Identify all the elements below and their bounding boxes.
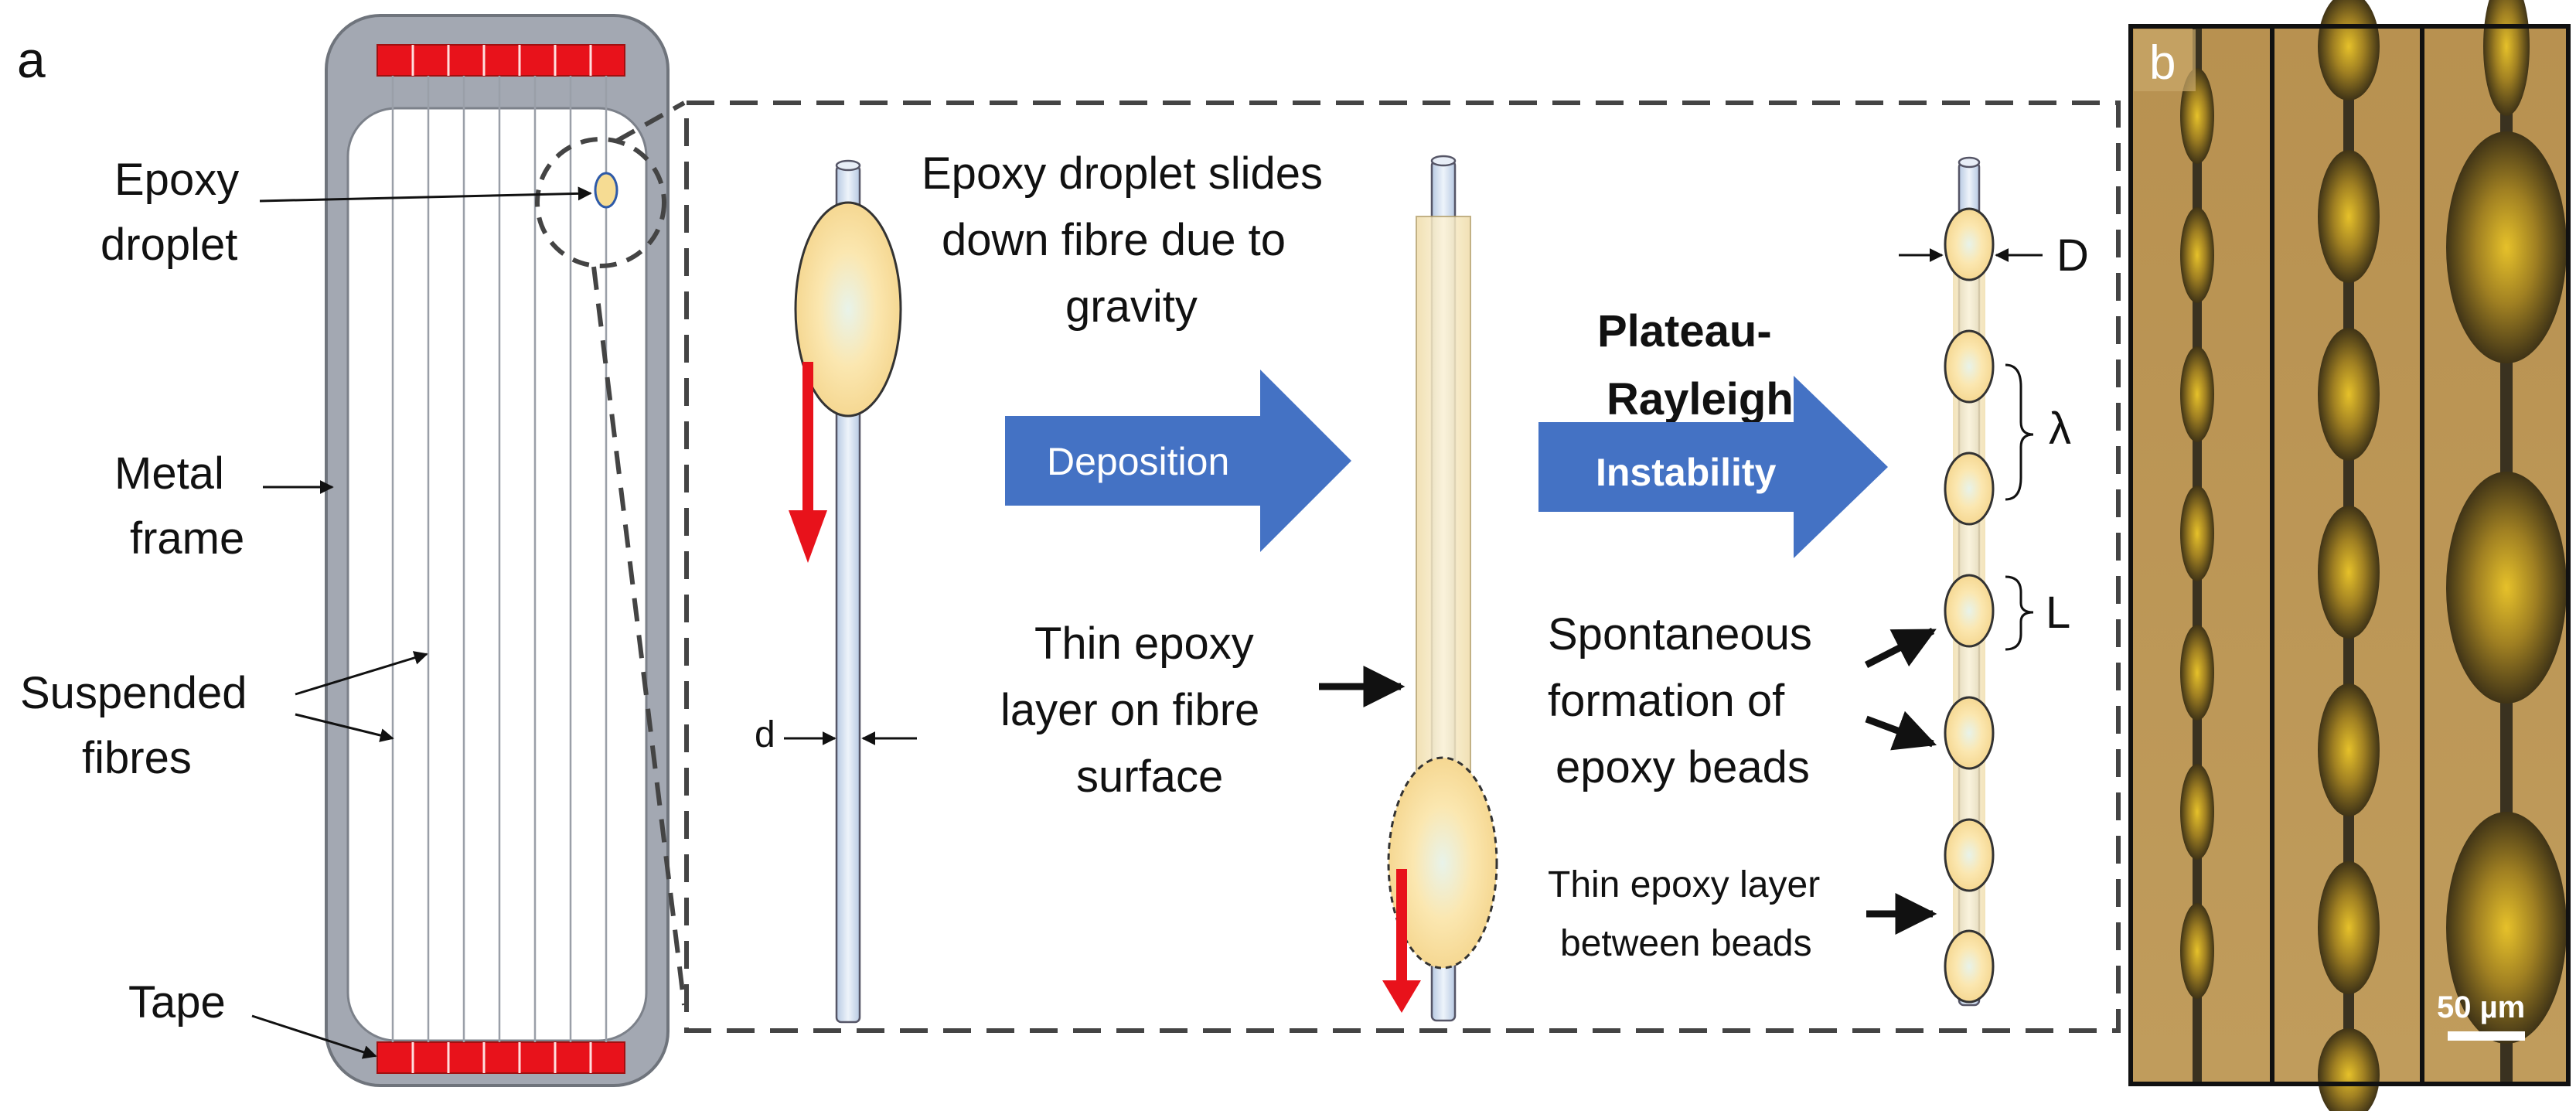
panel-b-letter-bg (2134, 29, 2196, 91)
micro-bead (2446, 131, 2567, 363)
micro-bead (2180, 625, 2214, 721)
micro-bead (2318, 328, 2380, 461)
micro-bead (2180, 346, 2214, 442)
between-text-1: Thin epoxy layer (1548, 864, 1820, 905)
bead (1944, 574, 1995, 648)
fibre-stage-2 (1387, 155, 1498, 1022)
micro-bead (2446, 472, 2567, 704)
bead (1944, 818, 1995, 892)
frame-droplet (594, 172, 618, 209)
D-label: D (2056, 230, 2089, 281)
label-suspended-fibres-2: fibres (82, 733, 192, 783)
slide-text-2: down fibre due to (942, 215, 1286, 265)
thin-layer-text-3: surface (1076, 751, 1223, 802)
micrograph-panel (2128, 0, 2571, 1111)
micro-bead (2180, 207, 2214, 303)
micro-bead (2318, 861, 2380, 994)
process-box (684, 101, 2121, 1033)
pointer-bead-1 (1864, 627, 1937, 669)
gravity-arrow-2 (1382, 869, 1421, 1013)
bead (1944, 696, 1995, 770)
epoxy-droplet-stage-1 (794, 201, 902, 417)
scale-bar (2448, 1031, 2525, 1041)
bead (1944, 929, 1995, 1004)
micro-bead (2446, 812, 2567, 1044)
zoom-line-bottom (591, 266, 687, 1006)
pointer-epoxy-droplet (259, 186, 592, 203)
micro-bead (2180, 68, 2214, 164)
spontaneous-text-1: Spontaneous (1548, 609, 1812, 659)
spontaneous-text-3: epoxy beads (1555, 742, 1810, 792)
zoom-circle (535, 137, 666, 268)
metal-frame (325, 14, 670, 1087)
bead (1944, 329, 1995, 404)
lambda-bracket (2005, 363, 2034, 501)
instability-title-1: Plateau- (1597, 306, 1772, 356)
fibre-stage-3 (1944, 156, 1995, 1007)
tape-bottom (377, 1041, 625, 1074)
pointer-tape (251, 1014, 377, 1059)
micro-bead (2180, 903, 2214, 999)
between-text-2: between beads (1560, 923, 1812, 964)
micro-bead (2318, 506, 2380, 639)
slide-text-1: Epoxy droplet slides (922, 148, 1323, 199)
bead (1944, 207, 1995, 281)
label-epoxy-droplet-1: Epoxy (114, 155, 239, 205)
label-metal-frame-1: Metal (114, 448, 224, 499)
pointer-fibre-2 (295, 713, 394, 742)
micro-bead (2318, 683, 2380, 816)
label-metal-frame-2: frame (130, 513, 244, 564)
label-tape: Tape (128, 977, 226, 1028)
panel-b-letter: b (2149, 36, 2176, 90)
thin-layer-text-1: Thin epoxy (1034, 619, 1254, 669)
slide-text-3: gravity (1065, 281, 1198, 332)
deposition-label: Deposition (1047, 440, 1229, 483)
micro-bead (2180, 764, 2214, 860)
gravity-arrow-1 (789, 362, 827, 563)
instability-label: Instability (1596, 451, 1777, 494)
deposition-arrow (1005, 370, 1351, 552)
lambda-label: λ (2049, 404, 2071, 454)
bead (1944, 452, 1995, 526)
epoxy-droplet-stage-2 (1387, 756, 1498, 970)
pointer-bead-2 (1865, 711, 1937, 751)
d-label: d (755, 714, 775, 755)
instability-title-2: Rayleigh (1607, 374, 1794, 424)
micro-bead (2483, 0, 2530, 116)
epoxy-coating-layer (1416, 216, 1471, 774)
panel-a-letter: a (17, 31, 46, 88)
micro-bead (2318, 150, 2380, 283)
spontaneous-text-2: formation of (1548, 676, 1785, 726)
suspended-fibre-lines (391, 76, 608, 1042)
micro-bead (2180, 486, 2214, 581)
label-epoxy-droplet-2: droplet (101, 220, 237, 270)
scale-bar-label: 50 µm (2437, 990, 2525, 1024)
tape-top (377, 44, 625, 77)
L-label: L (2046, 588, 2070, 638)
L-bracket (2005, 575, 2034, 651)
instability-arrow (1538, 376, 1888, 558)
pointer-fibre-1 (295, 651, 428, 696)
fibre-stage-1 (794, 159, 902, 1024)
zoom-line-top (615, 101, 686, 143)
thin-layer-text-2: layer on fibre (1000, 685, 1259, 735)
label-suspended-fibres-1: Suspended (20, 668, 247, 718)
micro-bead (2318, 1028, 2380, 1111)
